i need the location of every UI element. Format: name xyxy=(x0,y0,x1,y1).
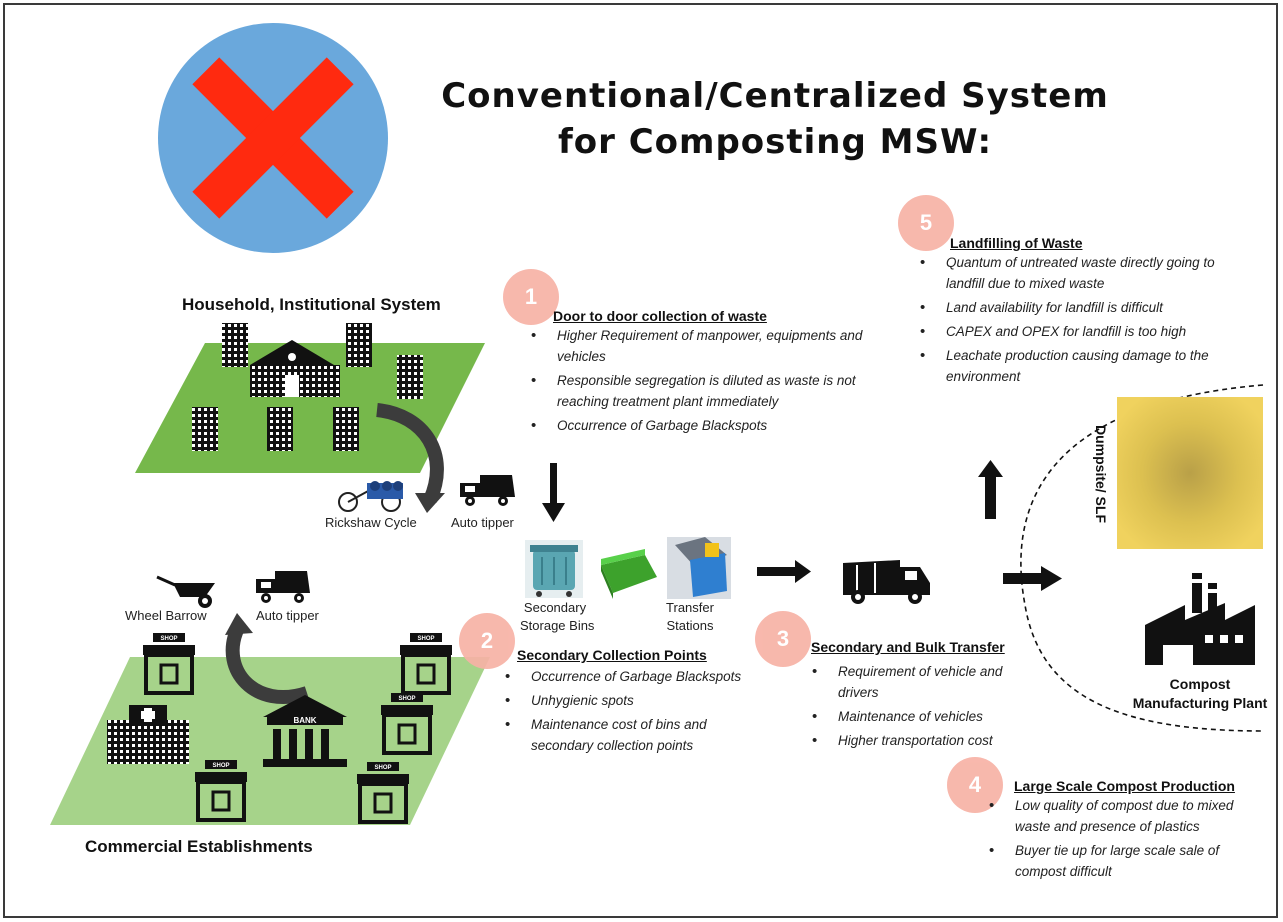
title-line-1: Conventional/Centralized System xyxy=(441,76,1109,116)
step-4-title: Large Scale Compost Production xyxy=(1014,778,1235,794)
title-line-2: for Composting MSW: xyxy=(557,122,993,162)
label-line: Compost xyxy=(1169,676,1231,692)
label-line: Secondary xyxy=(523,600,587,615)
bullet-item: Unhygienic spots xyxy=(503,690,763,711)
bullet-item: Higher Requirement of manpower, equipmen… xyxy=(529,325,869,367)
household-label: Household, Institutional System xyxy=(182,295,441,314)
step-2-badge: 2 xyxy=(459,613,515,669)
dumpsite-label: Dumpsite/ SLF xyxy=(1093,424,1110,524)
step-1-badge: 1 xyxy=(503,269,559,325)
auto-tipper-icon xyxy=(460,475,515,506)
right-arrow-icon xyxy=(1003,566,1062,591)
wheel-barrow-icon xyxy=(156,575,215,608)
step-1-title: Door to door collection of waste xyxy=(553,308,767,324)
shop-sign-text: SHOP xyxy=(374,765,391,771)
step-5-title: Landfilling of Waste xyxy=(950,235,1083,251)
dumpsite-image xyxy=(1117,397,1263,549)
shop-sign-text: SHOP xyxy=(398,696,415,702)
diagram-graphics: SHOP SHOP SHOP SHOP SHOP BANK xyxy=(50,23,1264,825)
label-line: Transfer xyxy=(666,600,714,615)
bullet-item: Buyer tie up for large scale sale of com… xyxy=(987,840,1255,882)
step-5-bullets: Quantum of untreated waste directly goin… xyxy=(918,252,1238,390)
bullet-item: Requirement of vehicle and drivers xyxy=(810,661,1040,703)
auto-tipper-label: Auto tipper xyxy=(256,608,319,623)
diagram-frame: SHOP SHOP SHOP SHOP SHOP BANK Convention… xyxy=(3,3,1278,918)
transfer-station-icon xyxy=(667,537,731,599)
secondary-storage-bin-icon xyxy=(525,540,583,598)
bullet-item: Maintenance cost of bins and secondary c… xyxy=(503,714,763,756)
rejected-x-icon xyxy=(158,23,388,253)
bullet-item: Quantum of untreated waste directly goin… xyxy=(918,252,1238,294)
secondary-storage-bins-label: Secondary Storage Bins xyxy=(520,599,595,635)
garbage-truck-icon xyxy=(843,560,930,604)
shop-icons xyxy=(143,633,452,824)
label-line: Stations xyxy=(666,618,714,633)
step-4-bullets: Low quality of compost due to mixed wast… xyxy=(987,795,1255,885)
right-arrow-icon xyxy=(757,560,811,583)
collection-curved-arrow xyxy=(375,403,444,503)
school-building-icon xyxy=(250,340,340,397)
rickshaw-cycle-icon xyxy=(338,481,403,512)
bullet-item: Low quality of compost due to mixed wast… xyxy=(987,795,1255,837)
hospital-icon xyxy=(107,705,189,764)
step-1-bullets: Higher Requirement of manpower, equipmen… xyxy=(529,325,869,439)
step-3-bullets: Requirement of vehicle and drivers Maint… xyxy=(810,661,1040,754)
commercial-label: Commercial Establishments xyxy=(85,837,313,856)
down-arrow-icon xyxy=(542,463,565,522)
bullet-item: Occurrence of Garbage Blackspots xyxy=(503,666,763,687)
bullet-item: Maintenance of vehicles xyxy=(810,706,1040,727)
step-3-title: Secondary and Bulk Transfer xyxy=(811,639,1005,655)
label-line: Storage Bins xyxy=(520,618,595,633)
building-icons xyxy=(192,323,423,451)
step-3-badge: 3 xyxy=(755,611,811,667)
transfer-stations-label: Transfer Stations xyxy=(657,599,723,635)
label-line: Manufacturing Plant xyxy=(1132,695,1268,711)
step-2-title: Secondary Collection Points xyxy=(517,647,707,663)
compost-plant-label: Compost Manufacturing Plant xyxy=(1130,675,1270,713)
up-arrow-icon xyxy=(978,460,1003,519)
wheel-barrow-label: Wheel Barrow xyxy=(125,608,207,623)
skip-container-icon xyxy=(601,549,657,599)
rickshaw-label: Rickshaw Cycle xyxy=(325,515,417,530)
diagram-title: Conventional/Centralized System for Comp… xyxy=(395,73,1155,165)
bullet-item: CAPEX and OPEX for landfill is too high xyxy=(918,321,1238,342)
auto-tipper-label: Auto tipper xyxy=(451,515,514,530)
bullet-item: Land availability for landfill is diffic… xyxy=(918,297,1238,318)
shop-sign-text: SHOP xyxy=(212,763,229,769)
bullet-item: Higher transportation cost xyxy=(810,730,1040,751)
bullet-item: Leachate production causing damage to th… xyxy=(918,345,1238,387)
bank-sign-text: BANK xyxy=(293,716,316,725)
step-2-bullets: Occurrence of Garbage Blackspots Unhygie… xyxy=(503,666,763,759)
step-5-badge: 5 xyxy=(898,195,954,251)
bullet-item: Responsible segregation is diluted as wa… xyxy=(529,370,869,412)
bullet-item: Occurrence of Garbage Blackspots xyxy=(529,415,869,436)
shop-sign-text: SHOP xyxy=(417,636,434,642)
dumpsite-label-wrap: Dumpsite/ SLF xyxy=(1087,409,1115,539)
auto-tipper-icon xyxy=(256,571,310,603)
factory-icon xyxy=(1145,573,1255,665)
facility-boundary-line xyxy=(1020,384,1264,732)
collection-curved-arrow xyxy=(225,627,310,704)
step-4-badge: 4 xyxy=(947,757,1003,813)
shop-sign-text: SHOP xyxy=(160,636,177,642)
bank-icon xyxy=(263,695,347,767)
